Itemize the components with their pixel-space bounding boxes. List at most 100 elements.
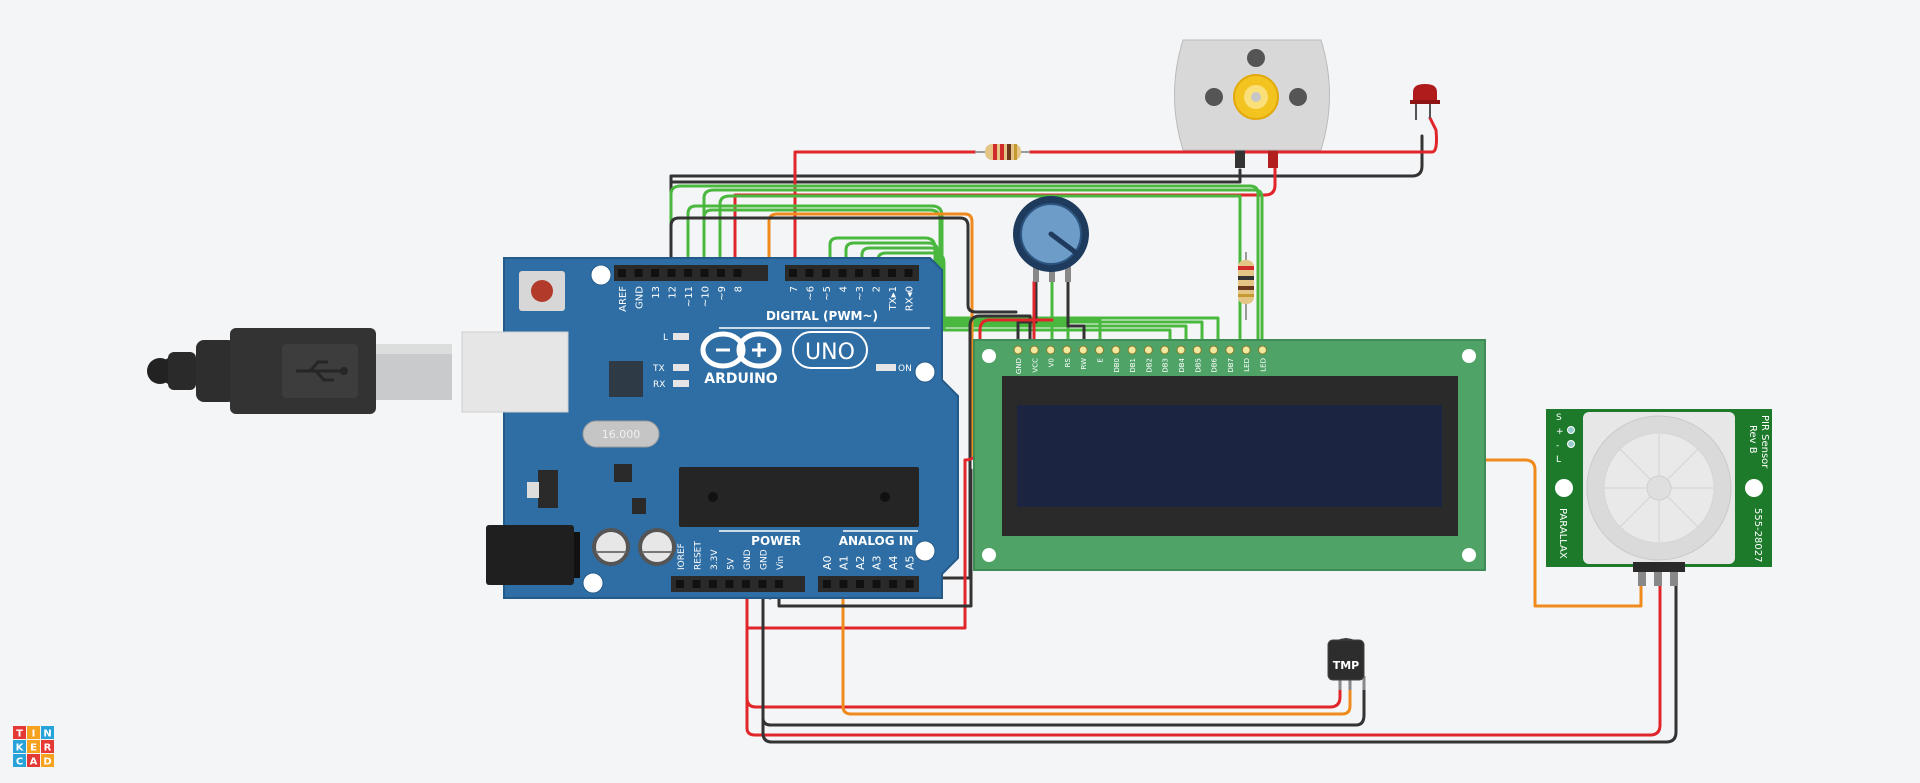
pir-pin-pad[interactable] bbox=[1567, 426, 1575, 434]
lcd-pin-pad[interactable] bbox=[1209, 345, 1219, 355]
digital-pin-label: ~11 bbox=[684, 286, 695, 307]
wire-gnd-pir[interactable] bbox=[761, 573, 1678, 744]
lcd-pin-label: V0 bbox=[1048, 358, 1056, 367]
wire-lcd-e[interactable] bbox=[702, 208, 1102, 354]
lcd-pin-pad[interactable] bbox=[1078, 345, 1088, 355]
digital-pin-socket[interactable] bbox=[618, 269, 626, 277]
wire-lcd-led-res[interactable] bbox=[718, 194, 1242, 354]
lcd-pin-pad[interactable] bbox=[1046, 345, 1056, 355]
wire-pot-gnd[interactable] bbox=[1016, 278, 1038, 354]
lcd-pin-pad[interactable] bbox=[1029, 345, 1039, 355]
digital-pin-socket[interactable] bbox=[717, 269, 725, 277]
lcd-pin-pad[interactable] bbox=[1143, 345, 1153, 355]
logo-letter: T bbox=[16, 729, 23, 740]
digital-pin-socket[interactable] bbox=[651, 269, 659, 277]
usb-chip bbox=[609, 361, 643, 397]
logo-letter: I bbox=[32, 729, 36, 740]
power-pin-socket[interactable] bbox=[775, 580, 783, 588]
power-pin-socket[interactable] bbox=[692, 580, 701, 588]
led-l-label: L bbox=[663, 333, 668, 343]
power-pin-socket[interactable] bbox=[709, 580, 717, 588]
power-pin-label: 5V bbox=[727, 557, 737, 570]
wire-pir-signal[interactable] bbox=[1483, 458, 1643, 608]
digital-pin-socket[interactable] bbox=[838, 269, 847, 277]
lcd-pin-label: GND bbox=[1015, 358, 1023, 374]
lcd-pin-label: DB3 bbox=[1162, 358, 1170, 373]
lcd-pin-pad[interactable] bbox=[1176, 345, 1186, 355]
analog-pin-socket[interactable] bbox=[839, 580, 848, 588]
pir-pin-pad[interactable] bbox=[1567, 440, 1575, 448]
power-pin-socket[interactable] bbox=[758, 580, 767, 588]
digital-pin-socket[interactable] bbox=[684, 269, 692, 277]
digital-pin-label: RX◂0 bbox=[905, 286, 916, 311]
logo-letter: D bbox=[43, 757, 51, 768]
resistor-lcd-backlight[interactable] bbox=[1238, 252, 1254, 320]
analog-pin-socket[interactable] bbox=[823, 580, 831, 588]
wire-gnd-loop[interactable] bbox=[777, 468, 973, 608]
wire-5v-pir[interactable] bbox=[745, 573, 1662, 737]
power-pin-label: IOREF bbox=[677, 543, 687, 570]
resistor-motor[interactable] bbox=[975, 144, 1030, 160]
digital-pin-socket[interactable] bbox=[634, 269, 643, 277]
wire-pin7-resistor[interactable] bbox=[793, 150, 977, 274]
digital-pin-socket[interactable] bbox=[789, 269, 797, 277]
digital-pin-socket[interactable] bbox=[871, 269, 880, 277]
wire-lcd-led-b[interactable] bbox=[702, 188, 1264, 354]
pir-pin-row: S+-L bbox=[1556, 413, 1575, 465]
analog-pin-socket[interactable] bbox=[856, 580, 864, 588]
wire-gnd-led[interactable] bbox=[669, 134, 1424, 192]
power-pin-socket[interactable] bbox=[725, 580, 734, 588]
digital-pin-socket[interactable] bbox=[733, 269, 742, 277]
lcd-pin-pad[interactable] bbox=[1192, 345, 1202, 355]
arduino-logo-icon bbox=[700, 331, 782, 369]
wire-lcd-db4[interactable] bbox=[876, 251, 1172, 354]
analog-pin-label: A1 bbox=[838, 555, 851, 570]
lcd-pin-pad[interactable] bbox=[1095, 345, 1104, 355]
power-pin-socket[interactable] bbox=[676, 580, 684, 588]
digital-pin-socket[interactable] bbox=[888, 269, 896, 277]
digital-pin-socket[interactable] bbox=[805, 269, 814, 277]
logo-tile bbox=[41, 740, 54, 753]
wire-gnd-lcd[interactable] bbox=[669, 216, 1018, 314]
analog-pin-socket[interactable] bbox=[905, 580, 914, 588]
power-header bbox=[671, 576, 805, 592]
digital-pin-socket[interactable] bbox=[667, 269, 676, 277]
digital-pin-socket[interactable] bbox=[855, 269, 863, 277]
potentiometer[interactable] bbox=[1013, 196, 1089, 282]
digital-pin-socket[interactable] bbox=[822, 269, 830, 277]
digital-pin-socket[interactable] bbox=[904, 269, 913, 277]
pir-sensor[interactable]: S+-L PIR Sensor Rev B 555-28027 PARALLAX bbox=[1546, 409, 1772, 586]
lcd-pin-pad[interactable] bbox=[1241, 345, 1251, 355]
lcd-pin-pad[interactable] bbox=[1127, 345, 1137, 355]
led-rx bbox=[673, 380, 689, 387]
lcd-pin-pad[interactable] bbox=[1111, 345, 1121, 355]
digital-pin-label: ~3 bbox=[855, 286, 866, 301]
digital-pin-label: GND bbox=[635, 286, 646, 309]
wire-lcd-rs[interactable] bbox=[686, 204, 1070, 354]
red-led[interactable] bbox=[1410, 84, 1440, 120]
digital-pin-socket[interactable] bbox=[700, 269, 709, 277]
lcd-pin-pad[interactable] bbox=[1013, 345, 1023, 355]
lcd-pin-pad[interactable] bbox=[1062, 345, 1072, 355]
tmp36-sensor[interactable]: TMP bbox=[1327, 638, 1366, 690]
power-pin-socket[interactable] bbox=[742, 580, 750, 588]
lcd-pin-pad[interactable] bbox=[1160, 345, 1170, 355]
led-tx-label: TX bbox=[652, 364, 665, 374]
digital-pin-label: TX▸1 bbox=[888, 286, 899, 311]
wire-a1-tmp[interactable] bbox=[841, 596, 1352, 716]
analog-pin-socket[interactable] bbox=[872, 580, 881, 588]
pir-pin-label: S bbox=[1556, 413, 1562, 423]
led-rx-label: RX bbox=[653, 380, 665, 390]
wire-5v-tmp[interactable] bbox=[745, 596, 1342, 709]
lcd-pin-pad[interactable] bbox=[1258, 345, 1267, 355]
lcd-pin-pad[interactable] bbox=[1225, 345, 1235, 355]
wire-led-anode[interactable] bbox=[1198, 116, 1438, 154]
led-on bbox=[876, 364, 896, 371]
wire-motor-pos[interactable] bbox=[733, 160, 1277, 274]
wire-lcd-gnd[interactable] bbox=[768, 314, 1032, 600]
analog-pin-socket[interactable] bbox=[889, 580, 897, 588]
dc-motor[interactable] bbox=[1174, 39, 1330, 168]
